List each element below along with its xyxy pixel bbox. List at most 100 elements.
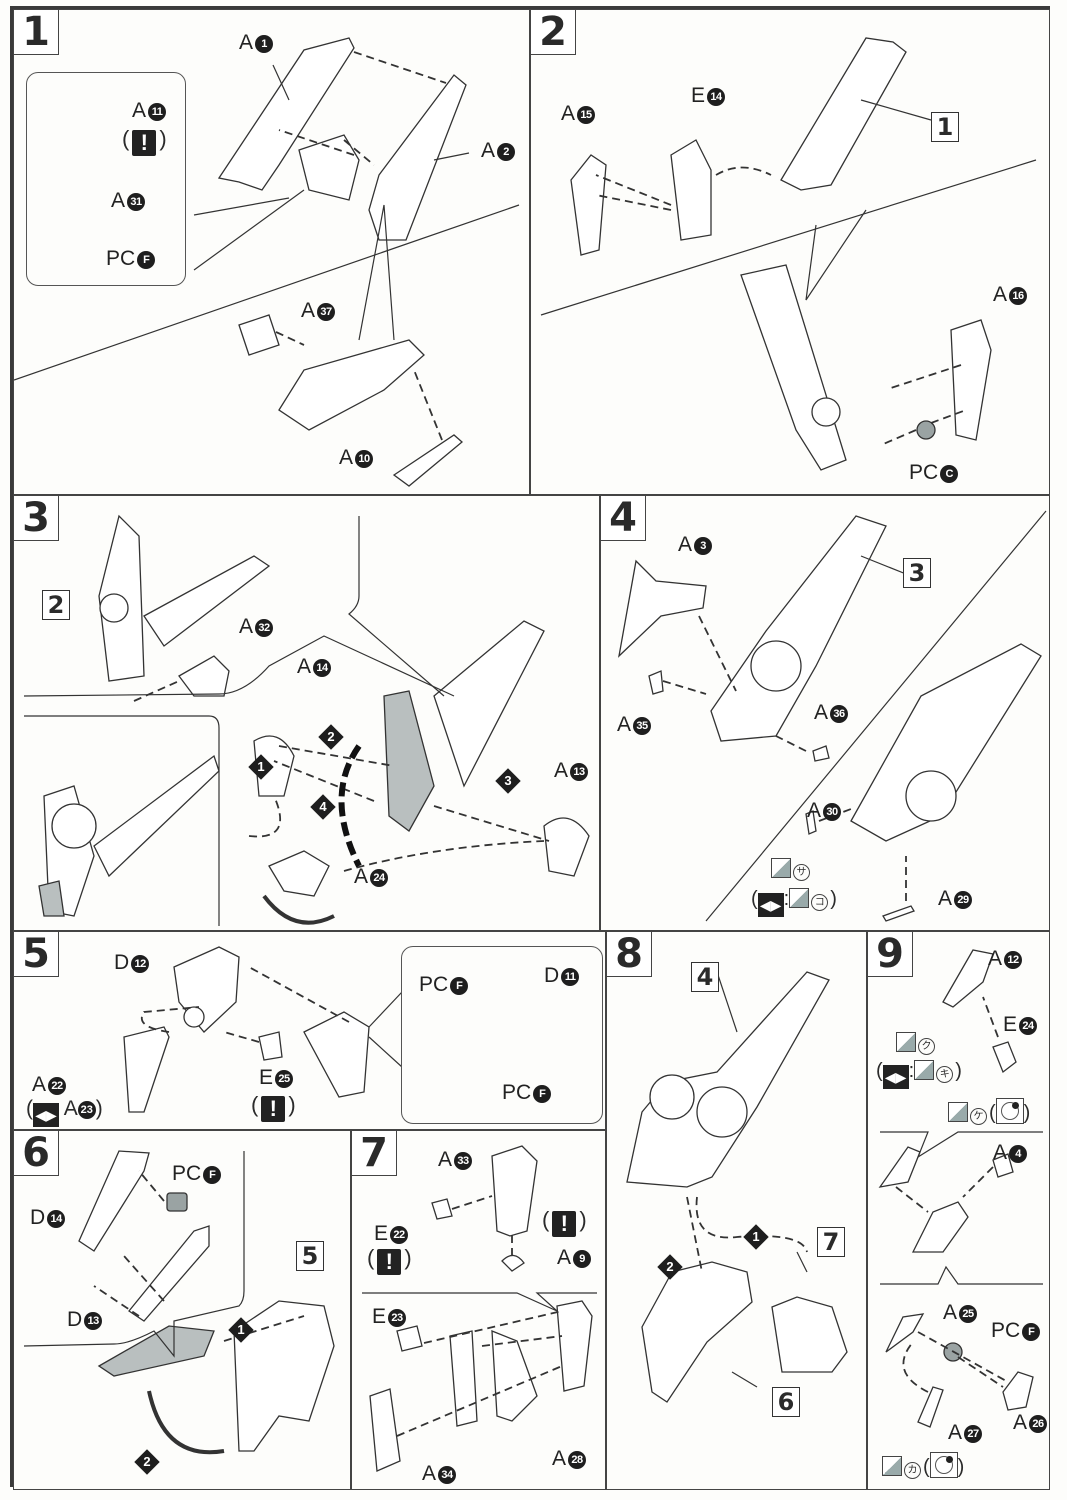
warning-icon: ! <box>552 1211 577 1237</box>
step-number: 6 <box>14 1131 59 1176</box>
sticker-note-sa: サ <box>771 858 812 881</box>
sticker-note-ki-alt: (◀▶:キ) <box>876 1060 962 1089</box>
step-2-illustration <box>531 10 1050 495</box>
order-marker-2: 2 <box>657 1254 683 1280</box>
caution-note-a9: (!) <box>542 1207 587 1237</box>
order-marker-1: 1 <box>248 754 274 780</box>
swap-icon: ◀▶ <box>882 1065 909 1089</box>
marking-position-icon <box>995 1098 1024 1124</box>
caution-note-e22: (!) <box>367 1245 412 1275</box>
caution-note: (!) <box>122 126 167 156</box>
sticker-note-ko-alt: (◀▶:コ) <box>751 888 837 917</box>
sticker-note-ke: ケ() <box>948 1098 1030 1125</box>
order-marker-4: 4 <box>310 794 336 820</box>
ref-step-1: 1 <box>931 112 959 142</box>
step-number: 9 <box>868 932 913 977</box>
sticker-icon <box>789 888 810 908</box>
ref-step-4: 4 <box>691 962 719 992</box>
warning-icon: ! <box>132 130 157 156</box>
order-marker-2: 2 <box>134 1449 160 1475</box>
ref-step-3: 3 <box>903 558 931 588</box>
sticker-icon <box>914 1060 935 1080</box>
step-number: 3 <box>14 496 59 541</box>
step-5-panel: 5 <box>13 931 606 1130</box>
sticker-note-ku: ク <box>896 1032 937 1055</box>
step-6-illustration <box>14 1131 351 1490</box>
warning-icon: ! <box>377 1249 402 1275</box>
step-3-panel: 3 <box>13 495 600 931</box>
step-9-illustration <box>868 932 1050 1490</box>
swap-icon: ◀▶ <box>757 893 784 917</box>
caution-note: (!) <box>251 1092 296 1122</box>
order-marker-3: 3 <box>495 768 521 794</box>
step-number: 4 <box>601 496 646 541</box>
step-9-panel: 9 <box>867 931 1050 1490</box>
step-number: 2 <box>531 10 576 55</box>
sticker-icon <box>948 1102 968 1122</box>
step-number: 8 <box>607 932 652 977</box>
order-marker-1: 1 <box>743 1224 769 1250</box>
step-7-illustration <box>352 1131 606 1490</box>
warning-icon: ! <box>261 1096 286 1122</box>
step-8-illustration <box>607 932 867 1490</box>
step-4-panel: 4 <box>600 495 1050 931</box>
instruction-page: 1 <box>10 6 1050 1490</box>
step-number: 7 <box>352 1131 397 1176</box>
step-4-illustration <box>601 496 1050 931</box>
order-marker-1: 1 <box>228 1317 254 1343</box>
ref-step-5: 5 <box>296 1241 324 1271</box>
step-1-panel: 1 <box>13 9 530 495</box>
ref-step-7: 7 <box>817 1227 845 1257</box>
order-marker-2: 2 <box>318 724 344 750</box>
step-3-illustration <box>14 496 600 931</box>
step-number: 1 <box>14 10 59 55</box>
marking-position-icon <box>929 1452 958 1478</box>
sticker-icon <box>771 858 791 878</box>
swap-icon: ◀▶ <box>33 1103 59 1127</box>
sticker-icon <box>896 1032 916 1052</box>
sticker-icon <box>882 1456 902 1476</box>
